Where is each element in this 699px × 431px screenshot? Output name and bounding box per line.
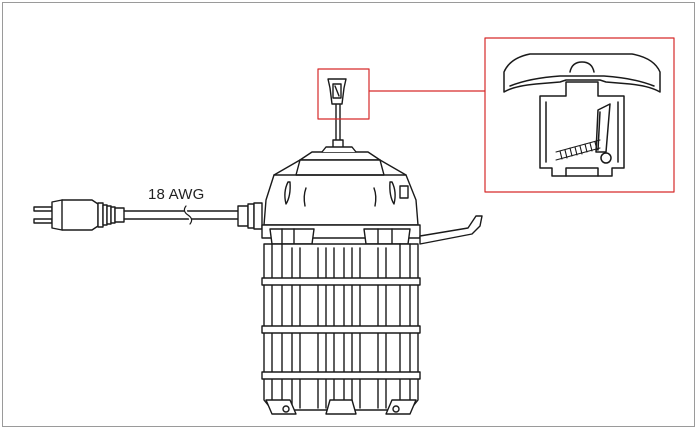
power-plug-icon <box>33 199 125 231</box>
work-light-icon <box>237 78 483 415</box>
cable-gauge-label: 18 AWG <box>148 186 205 203</box>
power-cord <box>123 205 239 225</box>
hook-callout <box>317 37 675 193</box>
hanging-hook-icon <box>327 78 347 105</box>
hanging-hook-detail-icon <box>503 53 661 177</box>
